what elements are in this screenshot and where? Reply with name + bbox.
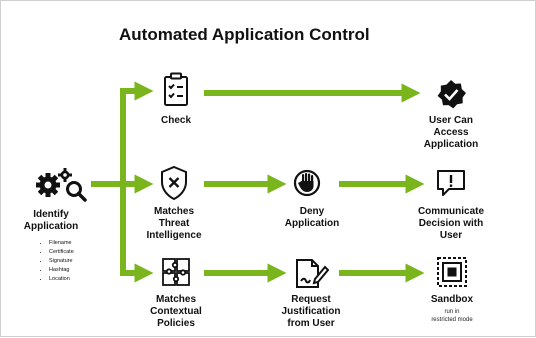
sandbox-square-icon: [437, 257, 467, 287]
policies-label-line1: Matches: [155, 294, 196, 305]
justify-label-line1: Request: [291, 294, 331, 305]
gears-magnifier-icon: [36, 168, 87, 202]
access-label: User Can Access Application: [411, 115, 491, 151]
justify-label-line2: Justification: [281, 306, 341, 317]
detail-location: Location: [49, 275, 74, 284]
communicate-label-line2: Decision with: [418, 218, 484, 229]
threat-label-line3: Intelligence: [146, 230, 202, 241]
document-pen-icon: [296, 259, 330, 288]
access-label-line1: User Can: [429, 115, 473, 126]
access-label-line3: Application: [423, 139, 479, 150]
deny-label-line1: Deny: [299, 206, 325, 217]
detail-hashtag: Hashtag: [49, 266, 74, 275]
communicate-label: Communicate Decision with User: [409, 206, 493, 242]
shield-x-icon: [161, 165, 187, 201]
chat-alert-icon: [437, 170, 465, 196]
communicate-label-line1: Communicate: [417, 206, 485, 217]
deny-label: Deny Application: [274, 206, 350, 230]
justify-label-line3: from User: [287, 318, 335, 329]
stop-hand-icon: [293, 169, 321, 197]
puzzle-icon: [162, 258, 190, 286]
sandbox-sublabel: run in restricted mode: [412, 308, 492, 324]
justify-label: Request Justification from User: [271, 294, 351, 330]
detail-filename: Filename: [49, 239, 74, 248]
identify-label-line1: Identify: [33, 209, 69, 220]
identify-label-line2: Application: [23, 221, 79, 232]
access-label-line2: Access: [433, 127, 469, 138]
sandbox-sublabel-line2: restricted mode: [431, 317, 473, 323]
sandbox-sublabel-line1: run in: [444, 309, 460, 315]
threat-label-line2: Threat: [158, 218, 190, 229]
threat-label-line1: Matches: [153, 206, 194, 217]
detail-signature: Signature: [49, 257, 74, 266]
policies-label-line3: Policies: [157, 318, 195, 329]
clipboard-checklist-icon: [164, 72, 188, 106]
policies-label-line2: Contextual: [150, 306, 202, 317]
detail-certificate: Certificate: [49, 248, 74, 257]
identify-details-list: Filename Certificate Signature Hashtag L…: [41, 239, 74, 284]
threat-label: Matches Threat Intelligence: [136, 206, 212, 242]
page-title: Automated Application Control: [119, 25, 370, 44]
communicate-label-line3: User: [439, 230, 463, 241]
policies-label: Matches Contextual Policies: [138, 294, 214, 330]
verified-badge-icon: [437, 80, 466, 109]
check-label: Check: [160, 115, 191, 126]
deny-label-line2: Application: [284, 218, 340, 229]
identify-label: Identify Application: [23, 209, 79, 233]
sandbox-label: Sandbox: [430, 294, 474, 305]
